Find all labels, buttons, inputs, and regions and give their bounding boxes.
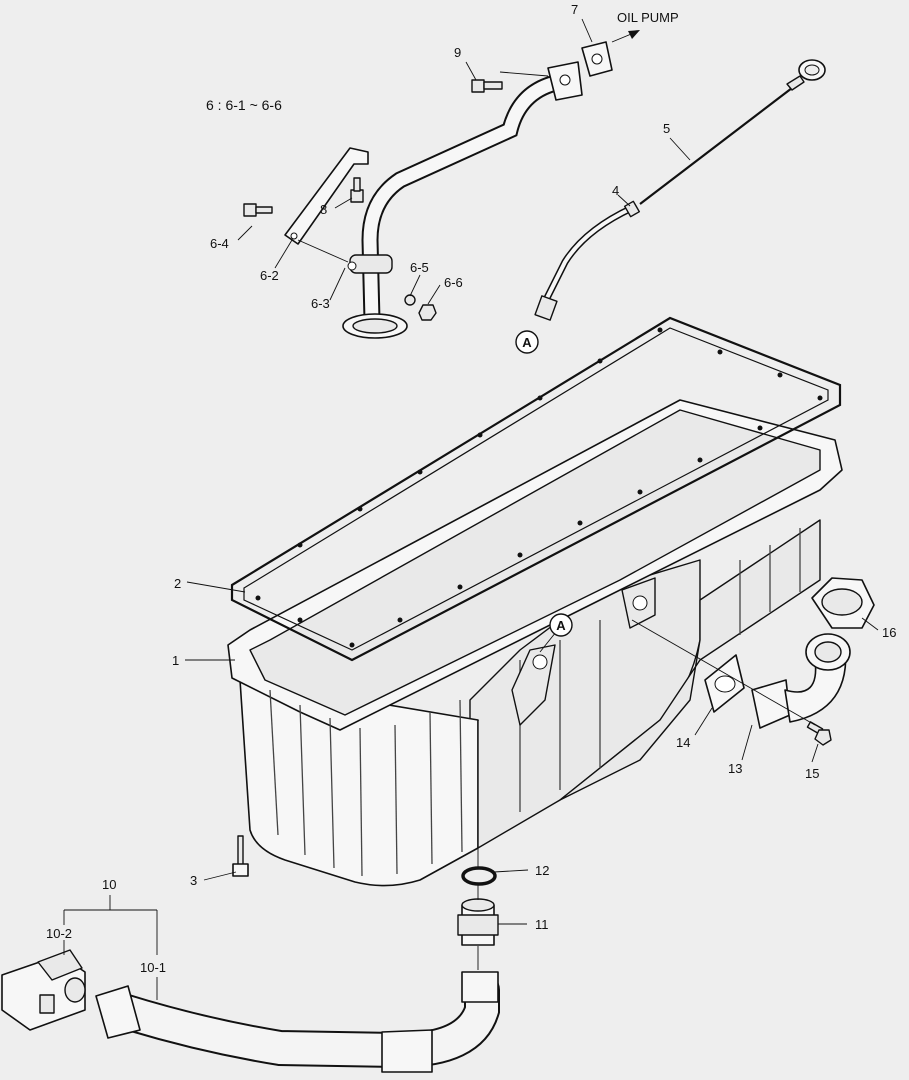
callout-10-2: 10-2	[46, 926, 72, 941]
oil-pump-label: OIL PUMP	[617, 10, 679, 25]
filler-elbow	[751, 633, 851, 729]
callout-16: 16	[882, 625, 896, 640]
group-6-header: 6 : 6-1 ~ 6-6	[206, 97, 282, 113]
callout-6-6: 6-6	[444, 275, 463, 290]
callout-12: 12	[535, 863, 549, 878]
callout-2: 2	[174, 576, 181, 591]
callout-13: 13	[728, 761, 742, 776]
filler-bolt	[806, 721, 832, 746]
callout-10: 10	[102, 877, 116, 892]
drain-adapter	[457, 898, 499, 946]
callout-6-4: 6-4	[210, 236, 229, 251]
filler-cap	[811, 577, 875, 629]
callout-14: 14	[676, 735, 690, 750]
filler-gasket	[704, 654, 745, 713]
reference-marker-a-top: A	[515, 330, 539, 354]
leader-lines	[63, 18, 879, 1000]
oil-pump-arrow	[611, 30, 640, 43]
callout-11: 11	[535, 917, 549, 932]
drain-o-ring	[461, 866, 497, 886]
dipstick	[639, 59, 826, 205]
reference-marker-a-pan: A	[549, 613, 573, 637]
callout-15: 15	[805, 766, 819, 781]
pan-bolt	[232, 835, 249, 877]
callout-6-3: 6-3	[311, 296, 330, 311]
callout-6-5: 6-5	[410, 260, 429, 275]
callout-7: 7	[571, 2, 578, 17]
svg-text:A: A	[556, 618, 566, 633]
callout-9: 9	[454, 45, 461, 60]
oil-pan	[227, 399, 843, 887]
svg-text:A: A	[522, 335, 532, 350]
pipe-flange-gasket	[581, 41, 613, 77]
callout-1: 1	[172, 653, 179, 668]
drain-valve	[1, 949, 86, 1031]
bracket	[284, 147, 369, 245]
oil-suction-pipe	[342, 61, 583, 339]
pipe-bolts	[243, 79, 503, 321]
callout-4: 4	[612, 183, 619, 198]
callout-6-2: 6-2	[260, 268, 279, 283]
callout-10-1: 10-1	[140, 960, 166, 975]
drain-hose-assembly	[95, 971, 500, 1073]
callout-5: 5	[663, 121, 670, 136]
callout-3: 3	[190, 873, 197, 888]
callout-8: 8	[320, 202, 327, 217]
oil-pan-gasket	[230, 316, 842, 662]
dipstick-guide	[534, 200, 641, 321]
